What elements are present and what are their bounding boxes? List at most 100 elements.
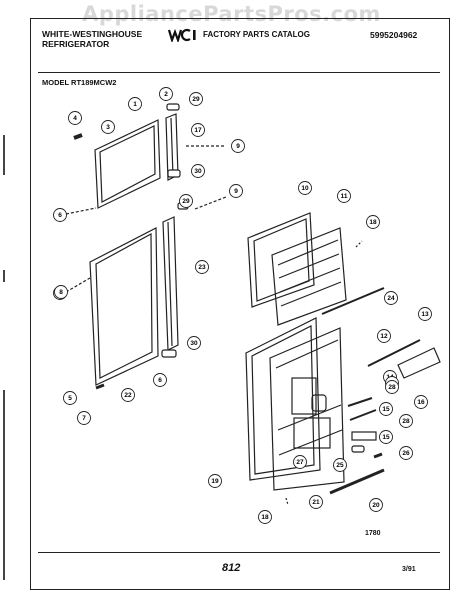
callout-label: 29 (182, 198, 190, 205)
callout-30: 30 (191, 164, 205, 178)
callout-15: 15 (379, 430, 393, 444)
revision-date: 3/91 (402, 566, 416, 573)
callout-21: 21 (309, 495, 323, 509)
callout-29: 29 (189, 92, 203, 106)
callout-label: 6 (58, 212, 62, 219)
callout-9: 9 (229, 184, 243, 198)
fresh-food-door-panel (89, 227, 159, 386)
callout-28: 28 (399, 414, 413, 428)
fresh-food-inner-liner (269, 327, 345, 491)
callout-10: 10 (298, 181, 312, 195)
watermark-text: AppliancePartsPros.com (82, 2, 381, 26)
callout-label: 2 (164, 91, 168, 98)
callout-label: 8 (59, 289, 63, 296)
callout-24: 24 (384, 291, 398, 305)
callout-16: 16 (414, 395, 428, 409)
callout-27: 27 (293, 455, 307, 469)
callout-label: 30 (190, 340, 198, 347)
model-number: MODEL RT189MCW2 (42, 78, 117, 87)
butter-door (351, 431, 377, 441)
dairy-compartment (291, 377, 317, 415)
callout-label: 11 (341, 193, 348, 200)
callout-label: 26 (402, 450, 410, 457)
callout-3: 3 (101, 120, 115, 134)
callout-label: 9 (236, 143, 240, 150)
callout-label: 24 (387, 295, 395, 302)
callout-13: 13 (418, 307, 432, 321)
callout-26: 26 (399, 446, 413, 460)
callout-label: 27 (296, 459, 304, 466)
callout-4: 4 (68, 111, 82, 125)
callout-label: 18 (369, 219, 377, 226)
callout-9: 9 (231, 139, 245, 153)
callout-label: 23 (198, 264, 206, 271)
callout-17: 17 (191, 123, 205, 137)
callout-1: 1 (128, 97, 142, 111)
callout-6: 6 (53, 208, 67, 222)
callout-label: 15 (382, 406, 390, 413)
callout-25: 25 (333, 458, 347, 472)
callout-label: 1 (133, 101, 137, 108)
callout-5: 5 (63, 391, 77, 405)
callout-label: 10 (301, 185, 309, 192)
door-parts-drawing (65, 103, 227, 390)
wci-logo-icon (168, 28, 196, 42)
header-divider (38, 72, 440, 73)
callout-label: 3 (106, 124, 110, 131)
scan-artifact (3, 270, 5, 282)
callout-label: 28 (388, 384, 396, 391)
catalog-title: FACTORY PARTS CATALOG (203, 30, 310, 39)
fresh-food-gasket (162, 216, 179, 351)
callout-label: 20 (372, 502, 380, 509)
freezer-inner-liner (271, 227, 347, 326)
fresh-food-liner (245, 317, 321, 481)
footer-divider (38, 552, 440, 553)
callout-label: 4 (73, 115, 77, 122)
callout-label: 17 (194, 127, 202, 134)
callout-label: 25 (336, 462, 344, 469)
callout-19: 19 (208, 474, 222, 488)
callout-30: 30 (187, 336, 201, 350)
callout-label: 13 (421, 311, 429, 318)
callout-label: 30 (194, 168, 202, 175)
callout-label: 21 (312, 499, 320, 506)
callout-23: 23 (195, 260, 209, 274)
callout-label: 15 (382, 434, 390, 441)
callout-label: 7 (82, 415, 86, 422)
hinge-block (166, 103, 180, 111)
callout-29: 29 (179, 194, 193, 208)
callout-18: 18 (258, 510, 272, 524)
callout-label: 29 (192, 96, 200, 103)
callout-label: 12 (380, 333, 388, 340)
catalog-number: 5995204962 (370, 30, 418, 40)
door-rack (397, 347, 441, 379)
callout-20: 20 (369, 498, 383, 512)
freezer-liner (247, 212, 315, 308)
callout-markers: 1234566678991011121314151516171818192021… (53, 87, 432, 524)
product-type: REFRIGERATOR (42, 39, 110, 49)
callout-12: 12 (377, 329, 391, 343)
page-frame (30, 18, 450, 590)
hinge-block (167, 169, 181, 178)
callout-22: 22 (121, 388, 135, 402)
callout-28: 28 (385, 380, 399, 394)
callout-6: 6 (153, 373, 167, 387)
callout-label: 16 (417, 399, 425, 406)
callout-label: 22 (124, 392, 132, 399)
callout-label: 18 (261, 514, 269, 521)
callout-label: 19 (211, 478, 219, 485)
callout-11: 11 (337, 189, 351, 203)
callout-8: 8 (54, 285, 68, 299)
callout-label: 5 (68, 395, 72, 402)
callout-label: 28 (402, 418, 410, 425)
page-number: 812 (222, 562, 241, 574)
scan-artifact (3, 390, 5, 580)
callout-label: 6 (158, 377, 162, 384)
callout-15: 15 (379, 402, 393, 416)
brand-name: WHITE-WESTINGHOUSE (42, 29, 143, 39)
callout-7: 7 (77, 411, 91, 425)
scan-artifact (3, 135, 5, 175)
diagram-code: 1780 (365, 530, 381, 537)
callout-2: 2 (159, 87, 173, 101)
